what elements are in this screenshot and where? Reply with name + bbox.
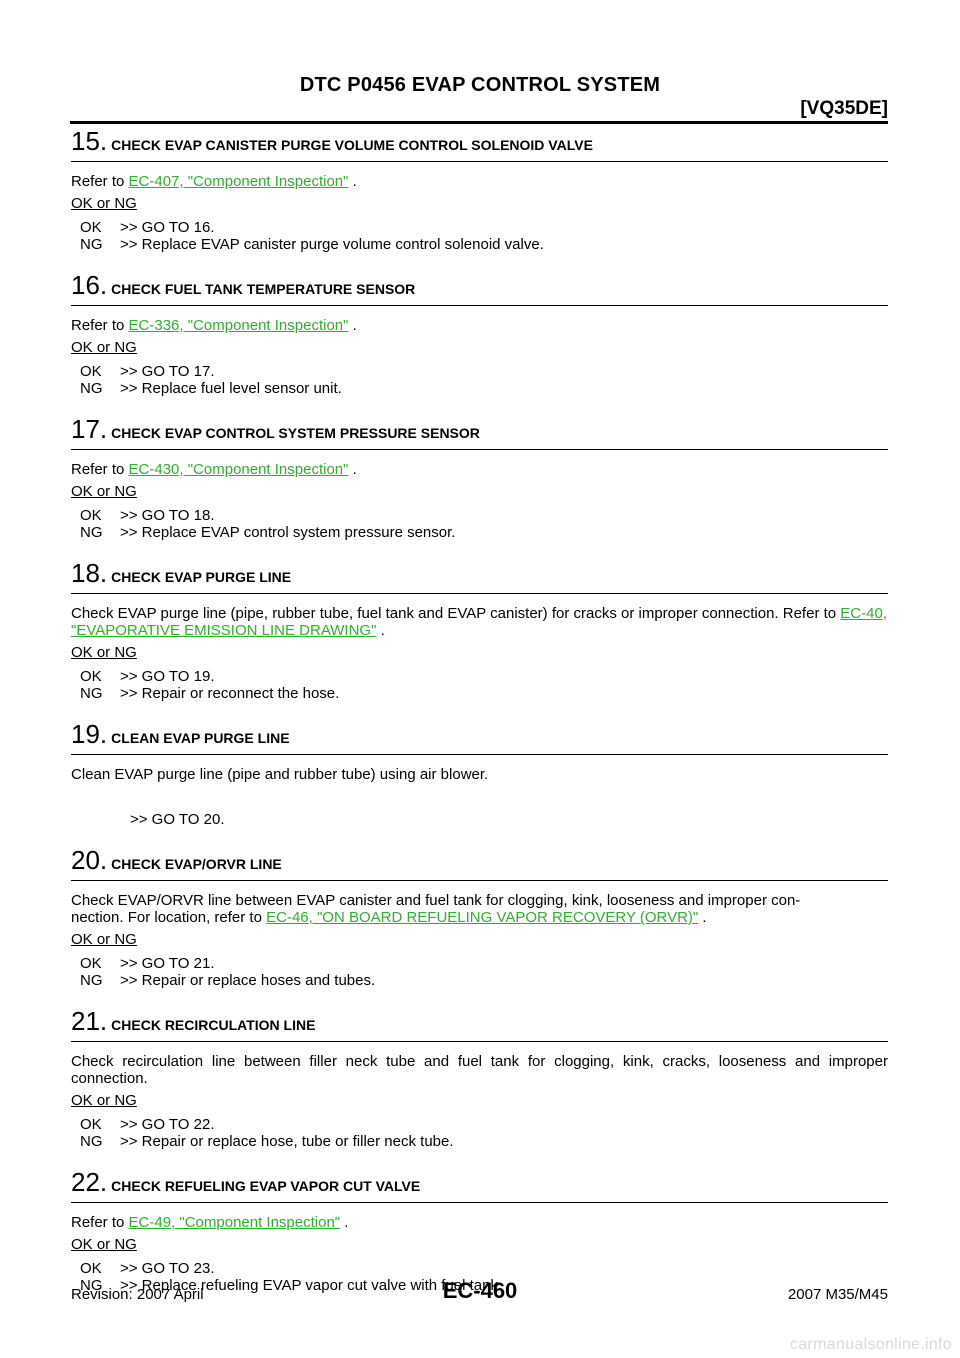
ok-or-ng-label: OK or NG — [71, 339, 137, 356]
step-16: 16. CHECK FUEL TANK TEMPERATURE SENSOR R… — [71, 272, 888, 397]
step-instruction: Check recirculation line between filler … — [71, 1053, 888, 1087]
step-number: 15. — [71, 126, 108, 156]
ng-result: NG>> Repair or replace hoses and tubes. — [80, 972, 376, 989]
ok-or-ng-label: OK or NG — [71, 483, 137, 500]
ok-or-ng-label: OK or NG — [71, 1092, 137, 1109]
step-instruction: Check EVAP purge line (pipe, rubber tube… — [71, 605, 887, 639]
step-title: CHECK EVAP CANISTER PURGE VOLUME CONTROL… — [111, 137, 593, 153]
reference-link[interactable]: EC-40, "EVAPORATIVE EMISSION LINE DRAWIN… — [71, 605, 887, 639]
step-header: 19. CLEAN EVAP PURGE LINE — [71, 721, 888, 755]
step-number: 21. — [71, 1006, 108, 1036]
revision-label: Revision: 2007 April — [71, 1286, 204, 1303]
step-title: CHECK EVAP/ORVR LINE — [111, 856, 282, 872]
step-instruction: Refer to EC-336, "Component Inspection" … — [71, 317, 357, 334]
step-header: 20. CHECK EVAP/ORVR LINE — [71, 847, 888, 881]
step-header: 22. CHECK REFUELING EVAP VAPOR CUT VALVE — [71, 1169, 888, 1203]
ng-result: NG>> Replace fuel level sensor unit. — [80, 380, 342, 397]
procedure-content: 15. CHECK EVAP CANISTER PURGE VOLUME CON… — [71, 128, 888, 1294]
step-title: CHECK EVAP CONTROL SYSTEM PRESSURE SENSO… — [111, 425, 480, 441]
step-instruction: Clean EVAP purge line (pipe and rubber t… — [71, 766, 489, 783]
model-label: 2007 M35/M45 — [787, 1286, 888, 1303]
page-number: EC-460 — [442, 1278, 518, 1303]
ok-or-ng-label: OK or NG — [71, 1236, 137, 1253]
step-22: 22. CHECK REFUELING EVAP VAPOR CUT VALVE… — [71, 1169, 888, 1294]
step-title: CLEAN EVAP PURGE LINE — [111, 730, 290, 746]
ok-or-ng-label: OK or NG — [71, 195, 137, 212]
step-number: 16. — [71, 270, 108, 300]
step-15: 15. CHECK EVAP CANISTER PURGE VOLUME CON… — [71, 128, 888, 253]
result-list: OK>> GO TO 19. NG>> Repair or reconnect … — [80, 668, 888, 702]
step-number: 22. — [71, 1167, 108, 1197]
ok-result: OK>> GO TO 18. — [80, 507, 215, 524]
ng-result: NG>> Repair or reconnect the hose. — [80, 685, 340, 702]
ok-or-ng-label: OK or NG — [71, 644, 137, 661]
step-instruction: Check EVAP/ORVR line between EVAP canist… — [71, 892, 801, 926]
step-title: CHECK RECIRCULATION LINE — [111, 1017, 316, 1033]
step-header: 15. CHECK EVAP CANISTER PURGE VOLUME CON… — [71, 128, 888, 162]
step-title: CHECK REFUELING EVAP VAPOR CUT VALVE — [111, 1178, 421, 1194]
step-instruction: Refer to EC-407, "Component Inspection" … — [71, 173, 357, 190]
result-list: OK>> GO TO 22. NG>> Repair or replace ho… — [80, 1116, 888, 1150]
ok-result: OK>> GO TO 21. — [80, 955, 215, 972]
ng-result: NG>> Replace EVAP canister purge volume … — [80, 236, 544, 253]
reference-link[interactable]: EC-49, "Component Inspection" — [128, 1214, 341, 1231]
watermark: carmanualsonline.info — [790, 1336, 952, 1353]
step-header: 17. CHECK EVAP CONTROL SYSTEM PRESSURE S… — [71, 416, 888, 450]
step-header: 16. CHECK FUEL TANK TEMPERATURE SENSOR — [71, 272, 888, 306]
ok-or-ng-label: OK or NG — [71, 931, 137, 948]
reference-link[interactable]: EC-430, "Component Inspection" — [128, 461, 349, 478]
result-list: OK>> GO TO 17. NG>> Replace fuel level s… — [80, 363, 888, 397]
step-20: 20. CHECK EVAP/ORVR LINE Check EVAP/ORVR… — [71, 847, 888, 989]
step-19: 19. CLEAN EVAP PURGE LINE Clean EVAP pur… — [71, 721, 888, 828]
header-rule — [70, 121, 888, 124]
ok-result: OK>> GO TO 19. — [80, 668, 215, 685]
ok-result: OK>> GO TO 23. — [80, 1260, 215, 1277]
ok-result: OK>> GO TO 17. — [80, 363, 215, 380]
step-title: CHECK FUEL TANK TEMPERATURE SENSOR — [111, 281, 416, 297]
step-number: 19. — [71, 719, 108, 749]
ng-result: NG>> Replace EVAP control system pressur… — [80, 524, 456, 541]
page-title: DTC P0456 EVAP CONTROL SYSTEM — [299, 74, 661, 96]
step-instruction: Refer to EC-49, "Component Inspection" . — [71, 1214, 349, 1231]
result-list: OK>> GO TO 18. NG>> Replace EVAP control… — [80, 507, 888, 541]
reference-link[interactable]: EC-46, "ON BOARD REFUELING VAPOR RECOVER… — [266, 909, 699, 926]
step-number: 20. — [71, 845, 108, 875]
step-18: 18. CHECK EVAP PURGE LINE Check EVAP pur… — [71, 560, 888, 702]
step-header: 21. CHECK RECIRCULATION LINE — [71, 1008, 888, 1042]
result-list: OK>> GO TO 21. NG>> Repair or replace ho… — [80, 955, 888, 989]
result-list: OK>> GO TO 23. NG>> Replace refueling EV… — [80, 1260, 888, 1294]
step-title: CHECK EVAP PURGE LINE — [111, 569, 292, 585]
goto-result: >> GO TO 20. — [130, 811, 225, 828]
ng-result: NG>> Replace refueling EVAP vapor cut va… — [80, 1277, 503, 1294]
engine-code: [VQ35DE] — [800, 98, 888, 119]
ok-result: OK>> GO TO 16. — [80, 219, 215, 236]
step-17: 17. CHECK EVAP CONTROL SYSTEM PRESSURE S… — [71, 416, 888, 541]
step-21: 21. CHECK RECIRCULATION LINE Check recir… — [71, 1008, 888, 1150]
step-header: 18. CHECK EVAP PURGE LINE — [71, 560, 888, 594]
step-number: 17. — [71, 414, 108, 444]
reference-link[interactable]: EC-336, "Component Inspection" — [128, 317, 349, 334]
step-instruction: Refer to EC-430, "Component Inspection" … — [71, 461, 357, 478]
step-number: 18. — [71, 558, 108, 588]
reference-link[interactable]: EC-407, "Component Inspection" — [128, 173, 349, 190]
ok-result: OK>> GO TO 22. — [80, 1116, 215, 1133]
ng-result: NG>> Repair or replace hose, tube or fil… — [80, 1133, 454, 1150]
result-list: OK>> GO TO 16. NG>> Replace EVAP caniste… — [80, 219, 888, 253]
